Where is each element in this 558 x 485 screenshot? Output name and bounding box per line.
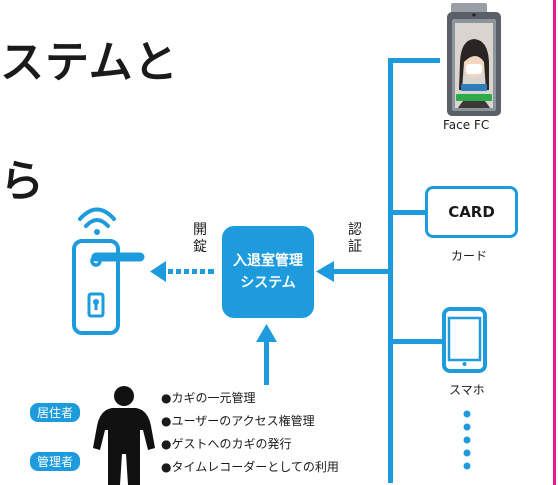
card-caption: カード	[451, 249, 488, 263]
more-devices-dots	[463, 410, 471, 470]
role-badge-resident: 居住者	[30, 403, 81, 422]
unlock-label: 開 錠	[192, 222, 208, 256]
heading-line-1: ステムと	[0, 37, 179, 88]
page-edge-rule	[553, 0, 556, 485]
heading-line-2: ら	[0, 156, 45, 207]
role-badge-admin: 管理者	[30, 452, 81, 471]
feature-item-4: ●タイムレコーダーとしての利用	[161, 460, 339, 474]
manage-arrow-shaft	[264, 340, 269, 385]
system-box-line-2: システム	[240, 275, 296, 291]
feature-item-3: ●ゲストへのカギの発行	[161, 437, 292, 451]
auth-arrow-head	[316, 261, 334, 282]
bus-line-vertical	[388, 58, 393, 483]
auth-arrow-shaft	[330, 269, 390, 274]
feature-item-2: ●ユーザーのアクセス権管理	[161, 414, 315, 428]
system-box-line-1: 入退室管理	[233, 253, 303, 269]
bus-branch-face	[390, 58, 440, 63]
auth-label-char-1: 認	[348, 222, 362, 238]
auth-label-char-2: 証	[348, 239, 362, 255]
card-label: CARD	[448, 203, 495, 221]
person-icon	[93, 386, 155, 485]
unlock-arrow	[150, 261, 214, 282]
smartphone-caption: スマホ	[449, 383, 485, 397]
unlock-label-char-1: 開	[193, 222, 207, 238]
access-control-system-box: 入退室管理 システム	[222, 226, 314, 318]
auth-label: 認 証	[347, 222, 363, 256]
face-terminal-caption: Face FC	[443, 118, 490, 132]
bus-branch-phone	[390, 339, 442, 344]
smart-lock-icon	[72, 207, 145, 335]
manage-arrow-head	[256, 324, 277, 342]
card-icon: CARD	[425, 186, 518, 238]
feature-item-1: ●カギの一元管理	[161, 391, 256, 405]
unlock-label-char-2: 錠	[193, 239, 207, 255]
face-terminal-icon	[447, 3, 501, 116]
smartphone-icon	[442, 307, 487, 373]
bus-branch-card	[390, 210, 426, 215]
